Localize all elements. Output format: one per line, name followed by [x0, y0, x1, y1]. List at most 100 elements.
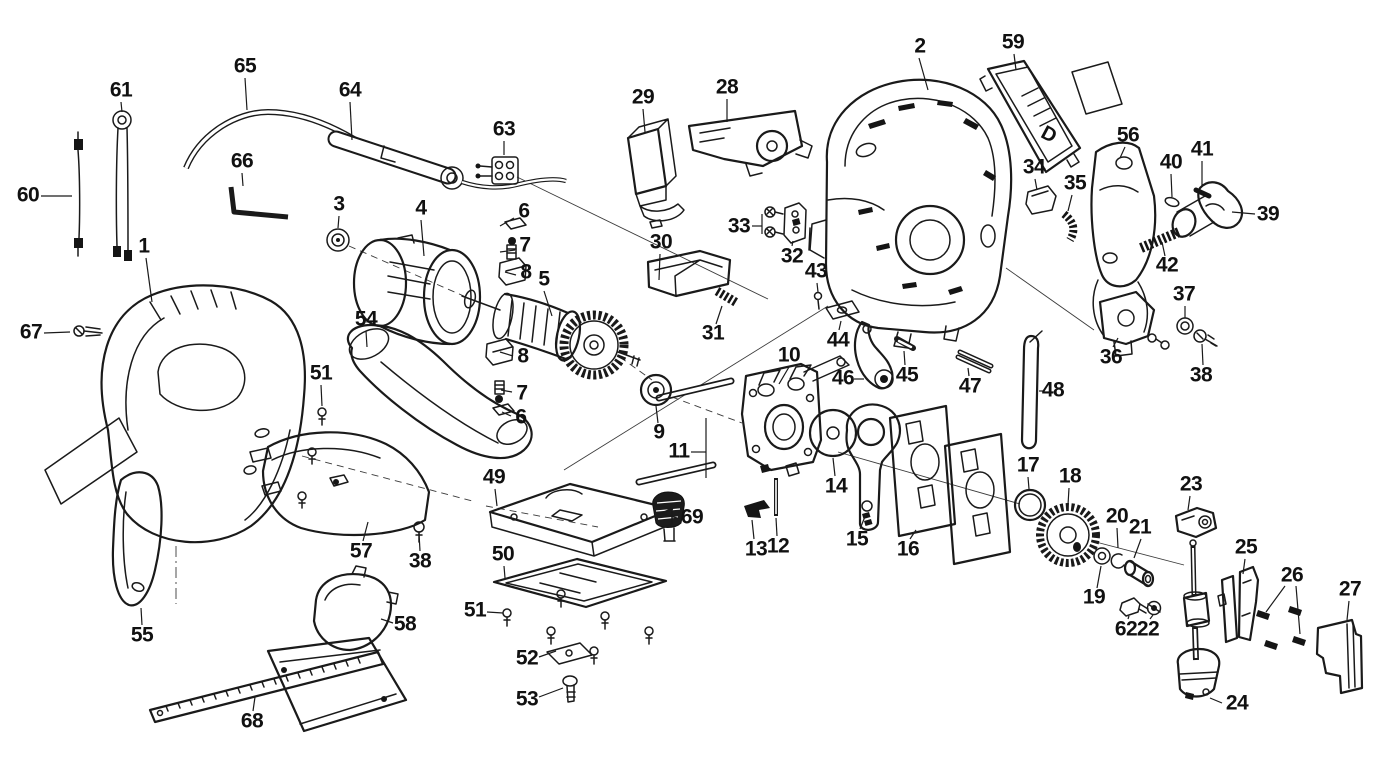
part-3-bearing-drawing [326, 228, 350, 252]
leader-line-4 [420, 219, 425, 257]
part-30-slider-button-drawing [646, 249, 732, 298]
part-label-32: 32 [781, 245, 803, 268]
part-40-pin-drawing [1164, 196, 1180, 208]
leader-line-26 [1265, 585, 1286, 613]
part-label-6: 6 [518, 200, 529, 223]
leader-line-8 [499, 351, 514, 357]
part-label-67: 67 [20, 321, 42, 344]
part-label-35: 35 [1064, 172, 1087, 195]
leader-line-52 [538, 650, 557, 658]
part-14-eccentric-disc-drawing [808, 408, 858, 458]
part-69-knob-drawing [652, 491, 685, 542]
part-43-screw-drawing [813, 291, 823, 310]
part-38-screw-right-drawing [1193, 329, 1218, 347]
part-58-bumper-drawing [312, 565, 399, 652]
leader-line-44 [838, 320, 842, 331]
part-27-cover-block-drawing [1315, 618, 1364, 695]
leader-line-25 [1242, 558, 1246, 575]
part-24-plunger-rod-drawing [1176, 539, 1221, 700]
leader-line-12 [775, 517, 778, 537]
leader-line-67 [43, 331, 71, 334]
part-label-13: 13 [745, 538, 767, 561]
part-55-front-cover-drawing [111, 471, 163, 607]
part-label-55: 55 [131, 624, 154, 647]
part-label-45: 45 [896, 364, 919, 387]
part-23-roller-bracket-drawing [1174, 506, 1218, 539]
part-20-retaining-ring-drawing [1110, 553, 1125, 569]
part-label-7: 7 [519, 234, 530, 257]
leader-line-38 [418, 532, 421, 552]
part-label-49: 49 [483, 466, 505, 489]
part-35-spring-coil-drawing [1061, 210, 1078, 243]
leader-line-36 [1112, 337, 1119, 348]
leader-line-62 [1127, 615, 1130, 620]
part-4-stator-drawing [352, 234, 482, 346]
part-label-43: 43 [805, 260, 827, 283]
leader-line-35 [1067, 194, 1073, 212]
part-59-cover-plate-drawing: D [979, 59, 1082, 174]
leader-line-5 [543, 290, 553, 317]
leader-line-43 [816, 282, 819, 293]
part-46-roller-arm-drawing [853, 320, 894, 390]
leader-line-38 [1201, 343, 1204, 366]
part-22-screw-drawing [1146, 600, 1162, 616]
part-45-pin-drawing [894, 336, 916, 351]
leader-line-68 [252, 696, 256, 712]
part-label-27: 27 [1339, 578, 1361, 601]
part-label-14: 14 [825, 475, 848, 498]
part-61-brush-wires-drawing [112, 110, 132, 261]
part-66-hex-key-drawing [228, 186, 289, 220]
part-62-bolt-drawing [1119, 597, 1149, 617]
part-label-9: 9 [653, 421, 664, 444]
part-47-leaf-plates-drawing [955, 349, 994, 374]
part-label-29: 29 [632, 86, 654, 109]
part-label-37: 37 [1173, 283, 1195, 306]
part-16-balance-plates-drawing [888, 404, 1012, 566]
leader-line-2 [918, 57, 929, 91]
leader-line-69 [661, 513, 682, 520]
part-39-lever-drawing [1171, 181, 1244, 238]
part-5-armature-drawing [461, 289, 641, 380]
part-label-30: 30 [650, 231, 672, 254]
part-label-16: 16 [897, 538, 919, 561]
leader-line-8 [504, 271, 517, 276]
part-label-23: 23 [1180, 473, 1202, 496]
part-51-screw-left-drawing [317, 407, 327, 426]
part-15-counterweight-drawing [845, 403, 901, 531]
part-label-51: 51 [310, 362, 333, 385]
part-label-52: 52 [516, 647, 538, 670]
part-label-68: 68 [241, 710, 264, 733]
part-label-26: 26 [1281, 564, 1303, 587]
part-54-dust-tube-drawing [346, 323, 533, 460]
part-label-25: 25 [1235, 536, 1258, 559]
part-67-screw-drawing [73, 325, 103, 337]
part-21-sleeve-drawing [1123, 559, 1155, 588]
part-6-brush-cap-upper-drawing [504, 217, 527, 230]
leader-line-23 [1187, 495, 1191, 511]
part-28-bracket-plate-drawing [687, 109, 813, 177]
part-label-58: 58 [394, 613, 417, 636]
leader-line-9 [655, 405, 659, 424]
leader-line-50 [503, 565, 506, 579]
part-label-57: 57 [350, 540, 372, 563]
part-63-terminal-block-drawing [475, 156, 519, 185]
part-68-rip-fence-drawing [148, 636, 408, 733]
leader-line-45 [903, 350, 906, 366]
part-label-64: 64 [339, 79, 362, 102]
part-19-washer-drawing [1093, 547, 1111, 565]
part-31-spring-drawing [714, 287, 740, 307]
leader-line-16 [909, 529, 917, 540]
part-label-18: 18 [1059, 465, 1082, 488]
leader-line-66 [241, 172, 244, 187]
part-64-cord-protector-drawing [327, 130, 567, 190]
part-32-plate-drawing [783, 202, 807, 244]
part-label-17: 17 [1017, 454, 1039, 477]
leader-line-51 [486, 611, 504, 614]
part-label-20: 20 [1106, 505, 1128, 528]
part-6-brush-cap-lower-drawing [492, 403, 515, 416]
leader-line-32 [791, 240, 794, 247]
part-56-guard-plate-drawing [1090, 141, 1157, 337]
part-34-stop-block-drawing [1025, 185, 1057, 215]
